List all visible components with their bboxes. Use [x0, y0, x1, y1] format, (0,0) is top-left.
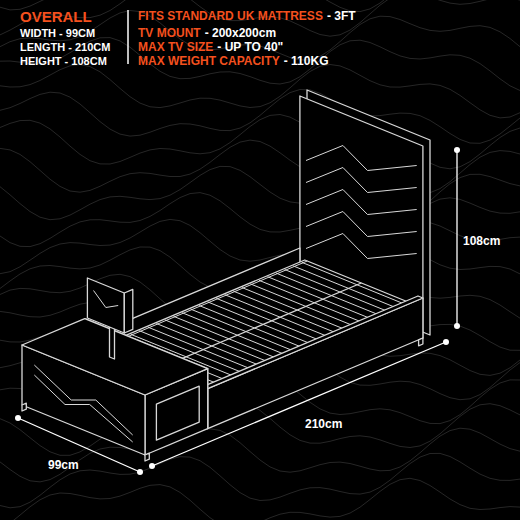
dimension-end	[454, 147, 460, 153]
length-dimension-line	[152, 342, 446, 466]
divider-line	[127, 10, 129, 64]
contour-line	[0, 90, 520, 144]
rail-top	[203, 296, 423, 389]
contour-line	[0, 65, 520, 118]
dimension-label: 99cm	[48, 459, 79, 472]
spec-key: FITS STANDARD UK MATTRESS	[138, 10, 323, 23]
foot-leg	[419, 338, 423, 346]
headboard-chevron	[306, 212, 417, 237]
spec-value: - 200x200cm	[205, 27, 276, 40]
spec-value: - 3FT	[327, 10, 356, 23]
height-dimension-line	[456, 150, 457, 326]
headboard-chevron	[306, 146, 417, 171]
dimension-label: 108cm	[463, 235, 500, 248]
contour-line	[0, 140, 520, 193]
dimension-end	[15, 415, 21, 421]
dimension-end	[454, 323, 460, 329]
tv-mount-chevron	[94, 291, 119, 308]
dimension-end	[443, 339, 449, 345]
headboard-chevron	[306, 234, 417, 259]
tv-mount-edge	[124, 289, 133, 333]
contour-line	[0, 193, 520, 247]
dimension-label: 210cm	[305, 418, 342, 431]
foot-leg	[22, 403, 26, 411]
spec-value: - UP TO 40"	[217, 41, 283, 54]
headboard-chevron	[306, 190, 417, 215]
spec-key: MAX WEIGHT CAPACITY	[138, 55, 280, 68]
near-side-rail	[208, 298, 423, 429]
foot-leg	[145, 453, 149, 461]
headboard-chevron	[306, 168, 417, 193]
spec-text: LENGTH - 210CM	[20, 41, 110, 53]
contour-line	[0, 478, 520, 520]
footbox-top	[22, 319, 208, 395]
contour-line	[0, 428, 520, 482]
dimension-end	[149, 463, 155, 469]
contour-line	[0, 38, 520, 92]
spec-text: WIDTH - 99CM	[20, 27, 95, 39]
width-dimension-line	[18, 418, 140, 472]
footbox-window	[156, 386, 199, 440]
spec-key: MAX TV SIZE	[138, 41, 213, 54]
spec-key: TV MOUNT	[138, 27, 201, 40]
contour-line	[0, 166, 520, 219]
dimension-end	[137, 469, 143, 475]
heading-text: OVERALL	[20, 9, 92, 26]
spec-value: - 110KG	[284, 55, 329, 68]
spec-text: HEIGHT - 108CM	[20, 55, 107, 67]
contour-line	[0, 453, 520, 507]
tv-mount-plate	[87, 278, 124, 333]
footbox-chevron	[34, 365, 132, 435]
